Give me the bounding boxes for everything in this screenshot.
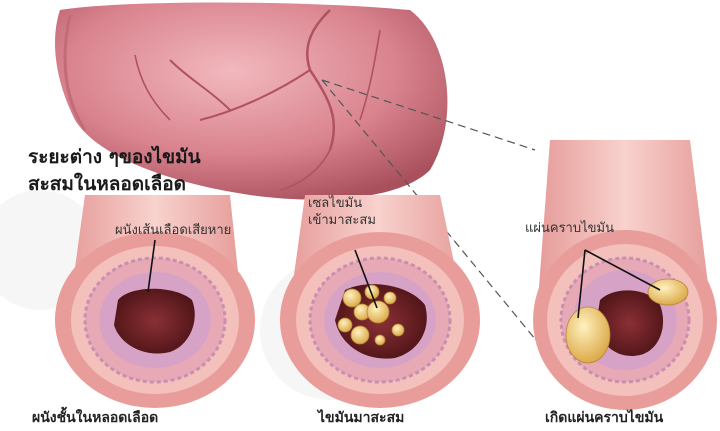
diagram-title: ระยะต่าง ๆของไขมัน สะสมในหลอดเลือด [28,144,201,198]
caption-stage-3: เกิดแผ่นคราบไขมัน [545,407,663,429]
title-line-1: ระยะต่าง ๆของไขมัน [28,144,201,171]
callout-fat-cells-line-1: เซลไขมัน [308,195,376,212]
caption-stage-2: ไขมันมาสะสม [318,407,404,429]
callout-plaque: แผ่นคราบไขมัน [525,217,614,238]
callout-fat-cells: เซลไขมัน เข้ามาสะสม [308,195,376,229]
title-line-2: สะสมในหลอดเลือด [28,171,201,198]
callout-damaged-wall: ผนังเส้นเลือดเสียหาย [115,219,231,240]
caption-stage-1: ผนังชั้นในหลอดเลือด [32,407,158,429]
callout-fat-cells-line-2: เข้ามาสะสม [308,212,376,229]
vessel-stage-3 [533,140,717,410]
